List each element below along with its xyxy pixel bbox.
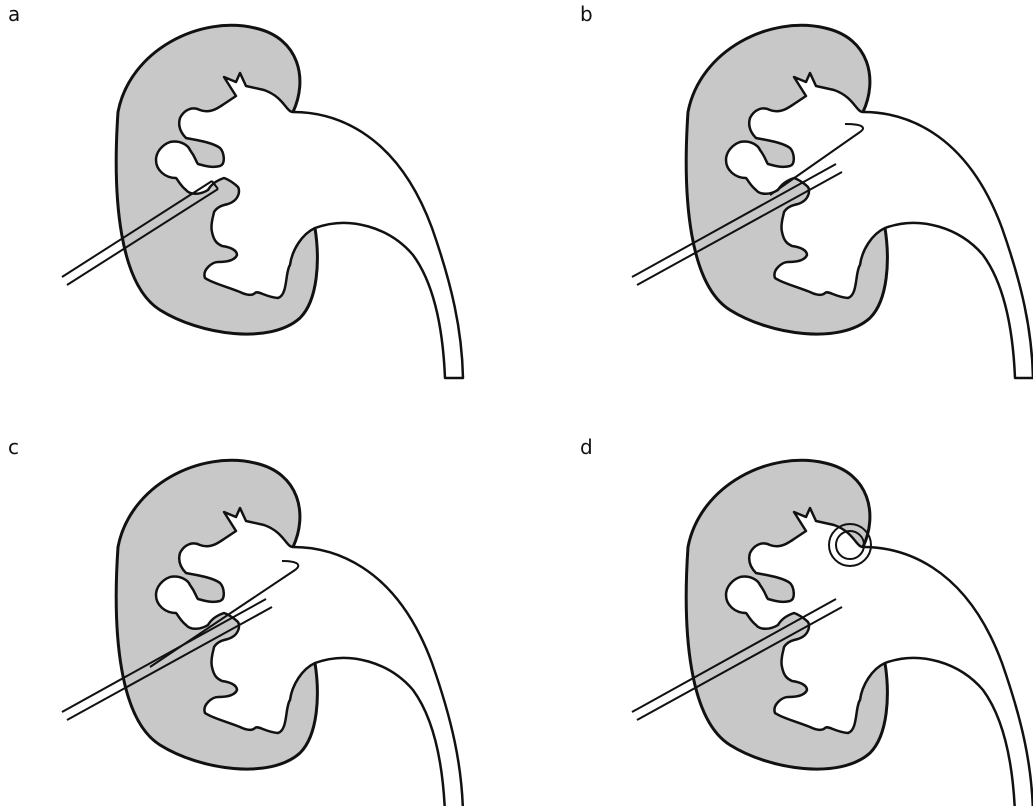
panel-a-drawing bbox=[62, 25, 463, 378]
panel-d-drawing bbox=[632, 460, 1033, 806]
panel-b-drawing bbox=[632, 25, 1033, 378]
panel-c-drawing bbox=[62, 460, 463, 806]
